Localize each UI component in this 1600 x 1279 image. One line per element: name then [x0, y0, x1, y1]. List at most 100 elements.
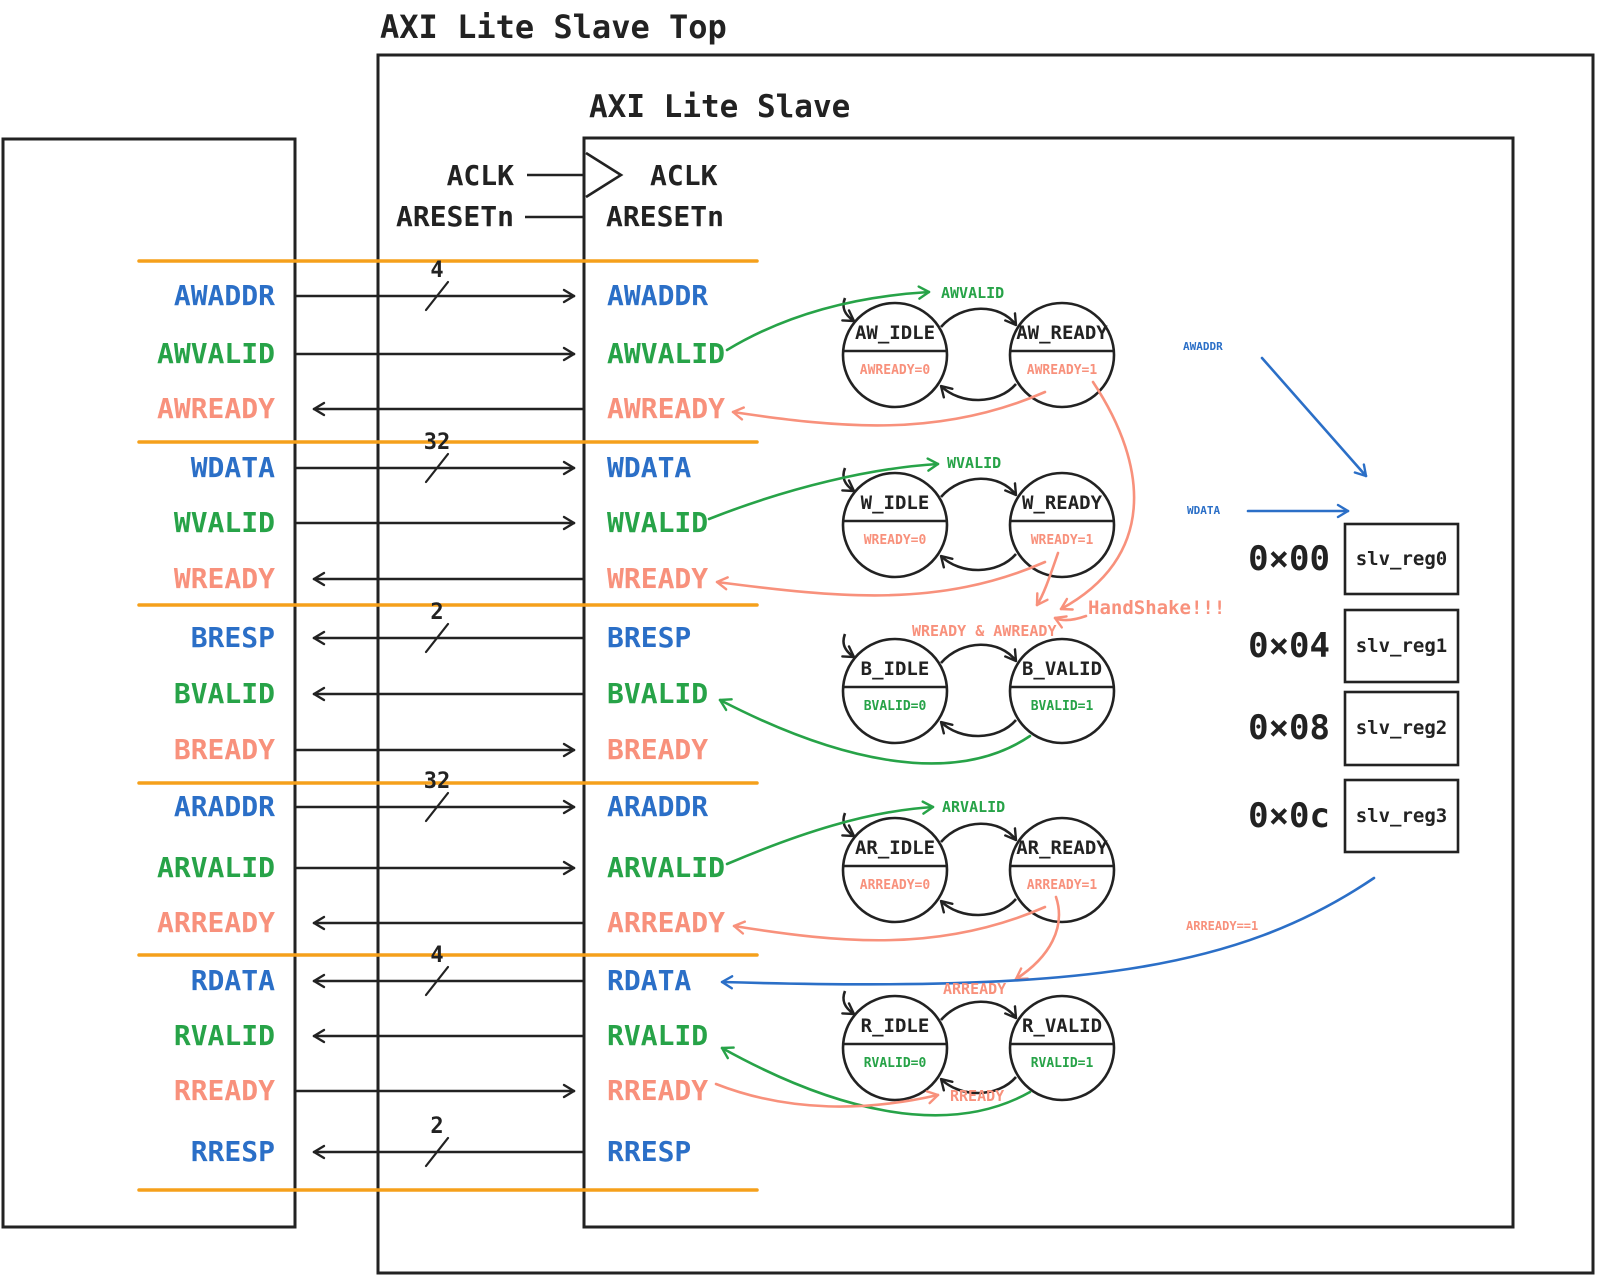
slave-label-arvalid: ARVALID	[607, 851, 726, 884]
register-address-2: 0×08	[1248, 708, 1330, 748]
curve-rready-to-fsm	[714, 1082, 940, 1108]
fsm-b-idle-output: BVALID=0	[863, 699, 927, 714]
axi-lite-slave-outline	[582, 136, 1515, 1229]
master-label-awvalid: AWVALID	[156, 337, 275, 370]
curve-awready1-to-handshake	[1059, 380, 1136, 611]
fsm-w-ready-state: W_READY	[1021, 492, 1103, 514]
curve-arready-from-fsm	[732, 905, 1047, 942]
master-label-wready: WREADY	[173, 562, 275, 595]
slave-label-rdata: RDATA	[607, 964, 692, 997]
register-name-3: slv_reg3	[1355, 805, 1448, 827]
fsm-r-idle-output: RVALID=0	[863, 1056, 927, 1071]
register-name-2: slv_reg2	[1355, 717, 1448, 739]
block-outlines	[1, 53, 1595, 1275]
fsm-ar-idle-output: ARREADY=0	[859, 878, 931, 893]
fsm-ar-ready-state: AR_READY	[1016, 837, 1108, 859]
fsm-aw-ready-state: AW_READY	[1016, 322, 1108, 344]
bus-width-rresp: 2	[430, 1114, 444, 1139]
aresetn-port-label: ARESETn	[395, 200, 514, 233]
master-label-rready: RREADY	[173, 1074, 275, 1107]
curve-bvalid-from-fsm	[718, 698, 1032, 765]
master-label-rvalid: RVALID	[173, 1019, 275, 1052]
master-label-wdata: WDATA	[190, 451, 275, 484]
clock-wiring	[525, 151, 624, 219]
fsm-aw-transition-label: AWVALID	[941, 284, 1005, 302]
slave-label-rresp: RRESP	[607, 1135, 692, 1168]
aclk-pin-label: ACLK	[650, 159, 718, 192]
fsm-b-transition-label: WREADY & AWREADY	[912, 622, 1057, 640]
curve-arvalid-to-fsm	[725, 800, 935, 866]
curve-rvalid-from-fsm	[720, 1046, 1032, 1117]
fsm-shapes	[841, 297, 1116, 1102]
wdata-pointer-label: WDATA	[1187, 504, 1221, 517]
curve-wready1-to-handshake	[1035, 551, 1060, 607]
master-label-arready: ARREADY	[156, 906, 275, 939]
blue-annotation-curves	[720, 356, 1376, 990]
register-address-1: 0×04	[1248, 626, 1330, 666]
fsm-w-idle-state: W_IDLE	[860, 492, 930, 514]
master-label-awready: AWREADY	[156, 392, 275, 425]
green-annotation-curves	[707, 285, 1032, 1117]
slave-label-arready: ARREADY	[607, 906, 726, 939]
master-label-araddr: ARADDR	[173, 790, 275, 823]
slave-label-rready: RREADY	[607, 1074, 709, 1107]
fsm-r-return-label: RREADY	[950, 1087, 1005, 1105]
awaddr-pointer-label: AWADDR	[1183, 340, 1223, 353]
bus-width-awaddr: 4	[430, 258, 444, 283]
fsm-w-transition-label: WVALID	[947, 454, 1002, 472]
clock-triangle-icon	[585, 151, 624, 199]
fsm-aw-idle-state: AW_IDLE	[854, 322, 936, 344]
slave-block-title: AXI Lite Slave	[589, 89, 851, 125]
fsm-ar-ready-output: ARREADY=1	[1026, 878, 1098, 893]
slave-label-rvalid: RVALID	[607, 1019, 709, 1052]
bus-width-araddr: 32	[423, 769, 451, 794]
slave-label-wready: WREADY	[607, 562, 709, 595]
register-address-0: 0×00	[1248, 539, 1330, 579]
master-label-bresp: BRESP	[190, 621, 275, 654]
register-boxes	[1343, 522, 1460, 854]
master-block-outline	[1, 137, 297, 1229]
fsm-ar-transition-label: ARVALID	[942, 798, 1006, 816]
curve-awvalid-to-fsm	[725, 285, 931, 352]
slave-label-bready: BREADY	[607, 733, 709, 766]
master-label-bready: BREADY	[173, 733, 275, 766]
master-label-wvalid: WVALID	[173, 506, 275, 539]
fsm-r-valid-state: R_VALID	[1021, 1015, 1103, 1037]
bus-width-rdata: 4	[430, 943, 444, 968]
master-label-rresp: RRESP	[190, 1135, 275, 1168]
slave-label-araddr: ARADDR	[607, 790, 709, 823]
master-label-awaddr: AWADDR	[173, 279, 275, 312]
curve-register-to-rdata	[720, 876, 1376, 990]
fsm-b-valid-state: B_VALID	[1021, 658, 1103, 680]
salmon-annotation-curves	[714, 380, 1136, 1108]
fsm-r-idle-state: R_IDLE	[860, 1015, 930, 1037]
channel-separators	[137, 259, 759, 1192]
slave-label-awready: AWREADY	[607, 392, 726, 425]
handshake-annotation: HandShake!!!	[1088, 597, 1226, 619]
page-title: AXI Lite Slave Top	[380, 8, 727, 46]
slave-label-awvalid: AWVALID	[607, 337, 726, 370]
curve-handshake-pointer	[1053, 614, 1088, 629]
aresetn-pin-label: ARESETn	[606, 200, 725, 233]
aclk-port-label: ACLK	[446, 159, 514, 192]
slave-label-wvalid: WVALID	[607, 506, 709, 539]
fsm-aw-ready-output: AWREADY=1	[1026, 363, 1098, 378]
slave-label-awaddr: AWADDR	[607, 279, 709, 312]
fsm-aw-idle-output: AWREADY=0	[859, 363, 931, 378]
curve-wready-from-fsm	[715, 560, 1047, 597]
bus-width-bresp: 2	[430, 600, 444, 625]
axi-lite-slave-top-outline	[376, 53, 1595, 1275]
bus-width-wdata: 32	[423, 430, 451, 455]
register-name-0: slv_reg0	[1355, 548, 1448, 570]
curve-wvalid-to-fsm	[707, 457, 940, 521]
register-address-3: 0×0c	[1248, 796, 1330, 836]
signal-arrow-lines	[295, 288, 586, 1160]
register-name-1: slv_reg1	[1355, 635, 1448, 657]
bus-width-slashes	[424, 280, 450, 1168]
slave-label-wdata: WDATA	[607, 451, 692, 484]
master-label-arvalid: ARVALID	[156, 851, 275, 884]
curve-arready1-to-rfsm	[1014, 895, 1061, 981]
fsm-b-idle-state: B_IDLE	[860, 658, 930, 680]
